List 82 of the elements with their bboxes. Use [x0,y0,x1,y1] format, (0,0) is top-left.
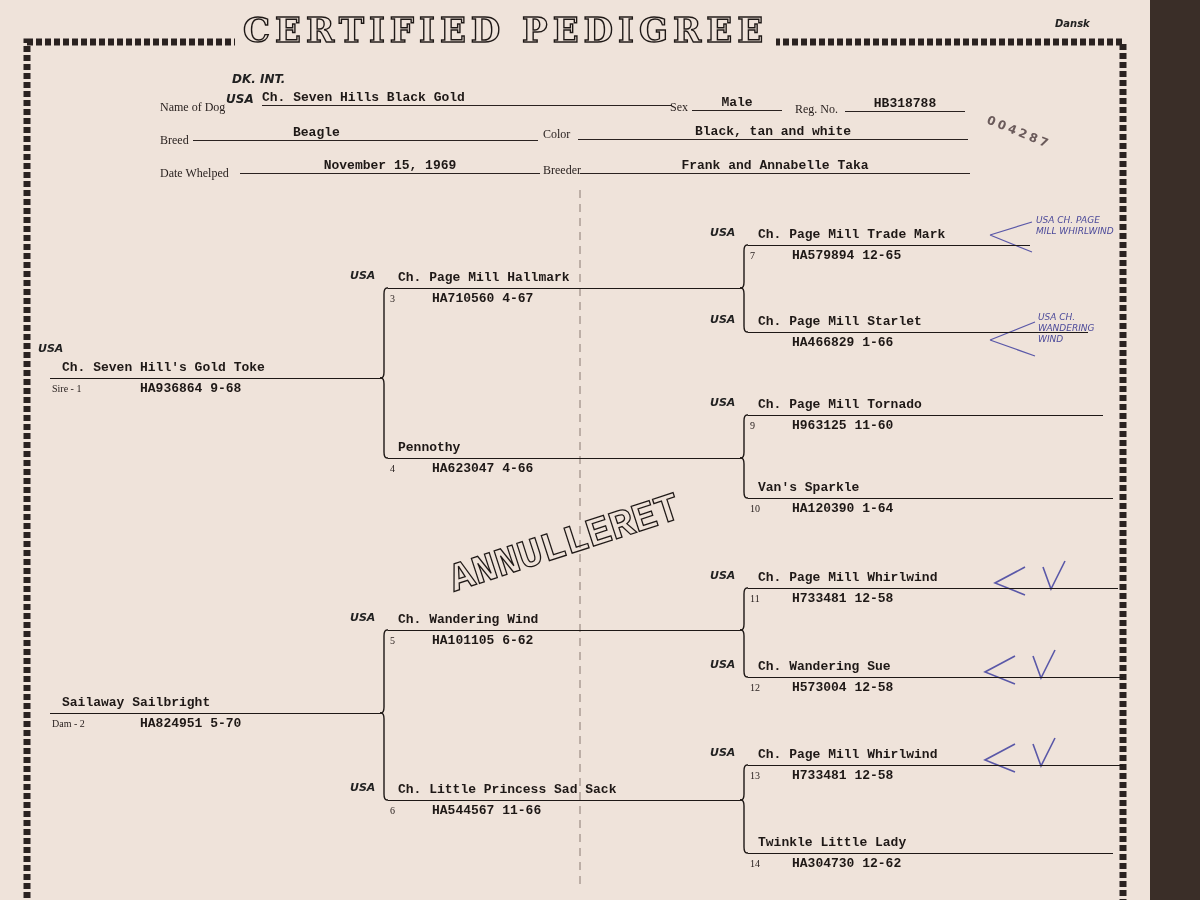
handwritten-prefix: USA [710,569,736,582]
field-label: Sex [670,100,688,115]
registration-number: HA120390 1-64 [792,501,894,516]
pedigree-connector [739,244,749,289]
registration-number: HA623047 4-66 [432,461,534,476]
field-value: Male [692,95,782,111]
registration-number: HA101105 6-62 [432,633,534,648]
handwritten-prefix: USA [710,226,736,239]
entry-number: 11 [750,593,760,604]
dog-name: Sailaway Sailbright [62,695,211,710]
registration-number: H573004 12-58 [792,680,894,695]
pedigree-connector [379,629,389,714]
field-label: Name of Dog [160,100,226,115]
pedigree-connector [739,457,749,499]
field-label: Breed [160,133,189,148]
field-value: HB318788 [845,96,965,112]
registration-number: H733481 12-58 [792,768,894,783]
registration-number: HA824951 5-70 [140,716,242,731]
handwritten-note: DK. INT. [232,72,286,86]
entry-number: 7 [750,250,755,261]
pedigree-connector [739,587,749,631]
entry-number: 12 [750,682,760,693]
dog-name: Ch. Seven Hill's Gold Toke [62,360,265,375]
pedigree-connector [379,287,389,379]
handwritten-prefix: USA [710,746,736,759]
handwritten-note: USA CH. PAGE MILL WHIRLWIND [1036,215,1115,237]
registration-number: H963125 11-60 [792,418,894,433]
dog-name: Ch. Page Mill Whirlwind [758,747,938,762]
registration-number: H733481 12-58 [792,591,894,606]
dog-name: Ch. Page Mill Hallmark [398,270,570,285]
field-value: November 15, 1969 [240,158,540,174]
entry-number: 10 [750,503,760,514]
pedigree-connector [739,287,749,333]
field-label: Color [543,127,571,142]
dog-name: Ch. Wandering Sue [758,659,891,674]
handwritten-prefix: USA [350,269,376,282]
registration-number: HA936864 9-68 [140,381,242,396]
entry-number: 13 [750,770,760,781]
handwritten-prefix: USA [710,658,736,671]
registration-number: HA466829 1-66 [792,335,894,350]
entry-number: 14 [750,858,760,869]
handwritten-prefix: USA [710,396,736,409]
registration-number: HA304730 12-62 [792,856,902,871]
dog-name: Pennothy [398,440,461,455]
field-value: Beagle [193,125,538,141]
field-value: Frank and Annabelle Taka [580,158,970,174]
dog-name: Ch. Wandering Wind [398,612,539,627]
handwritten-note: USA CH. WANDERING WIND [1038,312,1096,345]
entry-number: 5 [390,635,395,646]
pedigree-connector [739,764,749,801]
registration-number: HA710560 4-67 [432,291,534,306]
handwritten-prefix: USA [350,781,376,794]
handwritten-prefix: USA [710,313,736,326]
handwritten-prefix: USA [350,611,376,624]
entry-number: Sire - 1 [52,383,82,394]
handwritten-prefix: USA [38,342,64,355]
pedigree-connector [379,712,389,801]
field-label: Reg. No. [795,102,838,117]
entry-number: Dam - 2 [52,718,85,729]
pedigree-connector [739,629,749,678]
field-label: Date Whelped [160,166,229,181]
field-value: Black, tan and white [578,124,968,140]
entry-number: 3 [390,293,395,304]
handwritten-note: USA [226,92,254,106]
dog-name: Twinkle Little Lady [758,835,907,850]
dog-name: Ch. Page Mill Tornado [758,397,922,412]
pedigree-connector [739,799,749,854]
dog-name: Ch. Page Mill Trade Mark [758,227,946,242]
entry-number: 4 [390,463,395,474]
entry-number: 6 [390,805,395,816]
entry-number: 9 [750,420,755,431]
pedigree-connector [739,414,749,459]
registration-number: HA579894 12-65 [792,248,902,263]
dog-name: Ch. Page Mill Starlet [758,314,922,329]
field-value: Ch. Seven Hills Black Gold [262,90,672,106]
dog-name: Ch. Little Princess Sad Sack [398,782,617,797]
pedigree-connector [379,377,389,459]
dog-name: Ch. Page Mill Whirlwind [758,570,938,585]
dog-name: Van's Sparkle [758,480,860,495]
handwritten-note: Dansk [1055,18,1090,29]
field-label: Breeder [543,163,581,178]
registration-number: HA544567 11-66 [432,803,542,818]
